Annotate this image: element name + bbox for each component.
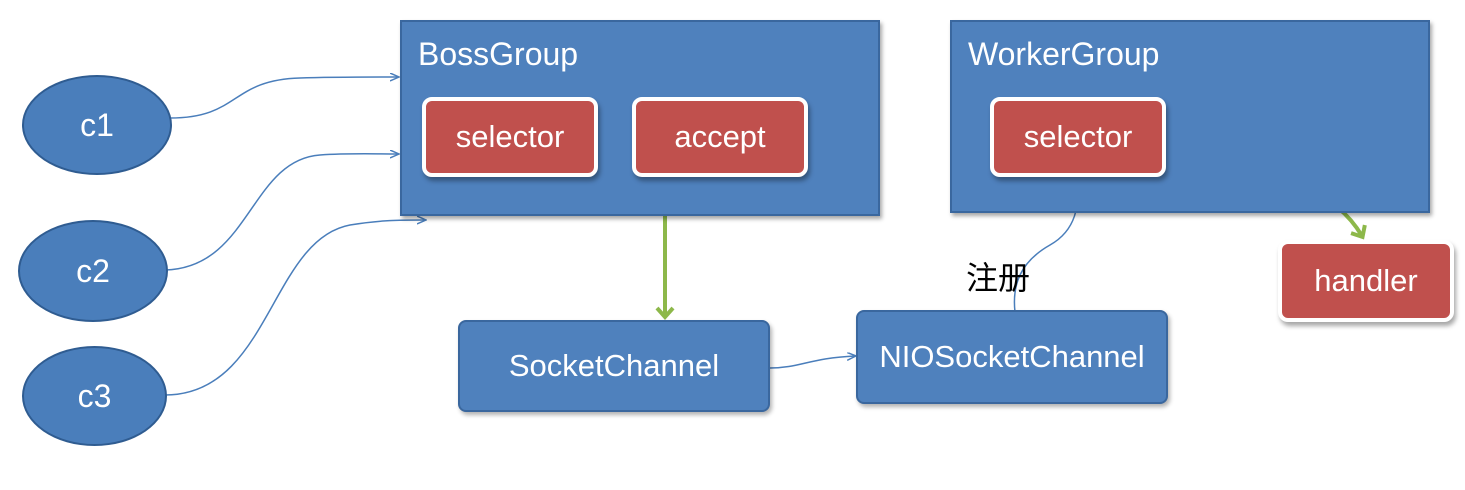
connector-c2-to-bossgroup	[164, 154, 398, 271]
client-c3: c3	[22, 346, 167, 446]
worker-selector: selector	[990, 97, 1166, 177]
worker-group-title: WorkerGroup	[968, 36, 1160, 72]
client-c2-label: c2	[76, 252, 110, 289]
handler-box: handler	[1278, 240, 1454, 322]
client-c2: c2	[18, 220, 168, 322]
connector-c1-to-bossgroup	[169, 77, 398, 119]
socket-channel: SocketChannel	[458, 320, 770, 412]
connector-socketchannel-to-niosocketchannel	[769, 356, 855, 369]
nio-socket-channel-label: NIOSocketChannel	[879, 339, 1145, 374]
handler-label: handler	[1314, 263, 1418, 298]
nio-socket-channel: NIOSocketChannel	[856, 310, 1168, 404]
client-c3-label: c3	[77, 377, 112, 414]
boss-selector: selector	[422, 97, 598, 177]
boss-group-title: BossGroup	[418, 36, 579, 72]
client-c1: c1	[22, 75, 172, 175]
register-label: 注册	[966, 259, 1031, 297]
boss-accept-label: accept	[674, 119, 766, 154]
socket-channel-label: SocketChannel	[508, 348, 720, 383]
boss-accept: accept	[632, 97, 808, 177]
connector-c3-to-bossgroup	[164, 220, 425, 396]
boss-selector-label: selector	[455, 119, 565, 154]
worker-selector-label: selector	[1023, 119, 1133, 154]
client-c1-label: c1	[80, 106, 114, 143]
